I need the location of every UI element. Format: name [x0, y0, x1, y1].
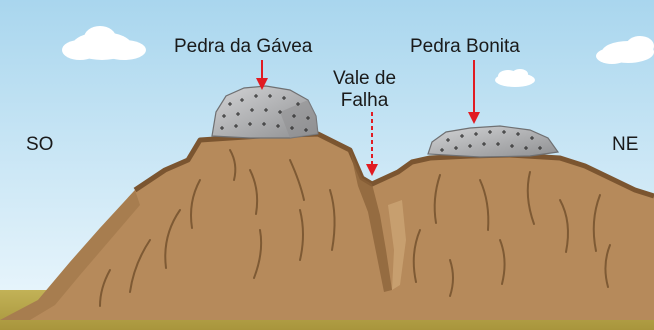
pedra-da-gavea-shade [280, 100, 318, 138]
arrow-gavea [256, 60, 268, 90]
cloud-left [62, 26, 146, 60]
label-pedra-bonita: Pedra Bonita [410, 36, 520, 57]
arrow-vale-de-falha [366, 112, 378, 176]
mountain-body [0, 134, 654, 320]
label-southwest: SO [26, 134, 54, 155]
label-vale-de-falha-line2: Falha [340, 90, 389, 111]
label-northeast: NE [612, 134, 639, 155]
mountain-shade-left [0, 190, 140, 320]
cloud-right [596, 36, 654, 64]
erosion-cracks [99, 149, 611, 307]
fault-valley-light [388, 200, 406, 290]
mountain-ridge [133, 131, 654, 199]
arrow-bonita [468, 60, 480, 124]
bonita-granite-texture [440, 130, 542, 152]
fault-valley [350, 150, 392, 292]
label-pedra-da-gavea: Pedra da Gávea [174, 36, 313, 57]
label-vale-de-falha-line1: Vale de [333, 68, 397, 89]
cloud-small [495, 69, 535, 87]
label-vale-de-falha: Vale de Falha [333, 68, 396, 112]
gavea-granite-texture [220, 94, 310, 132]
